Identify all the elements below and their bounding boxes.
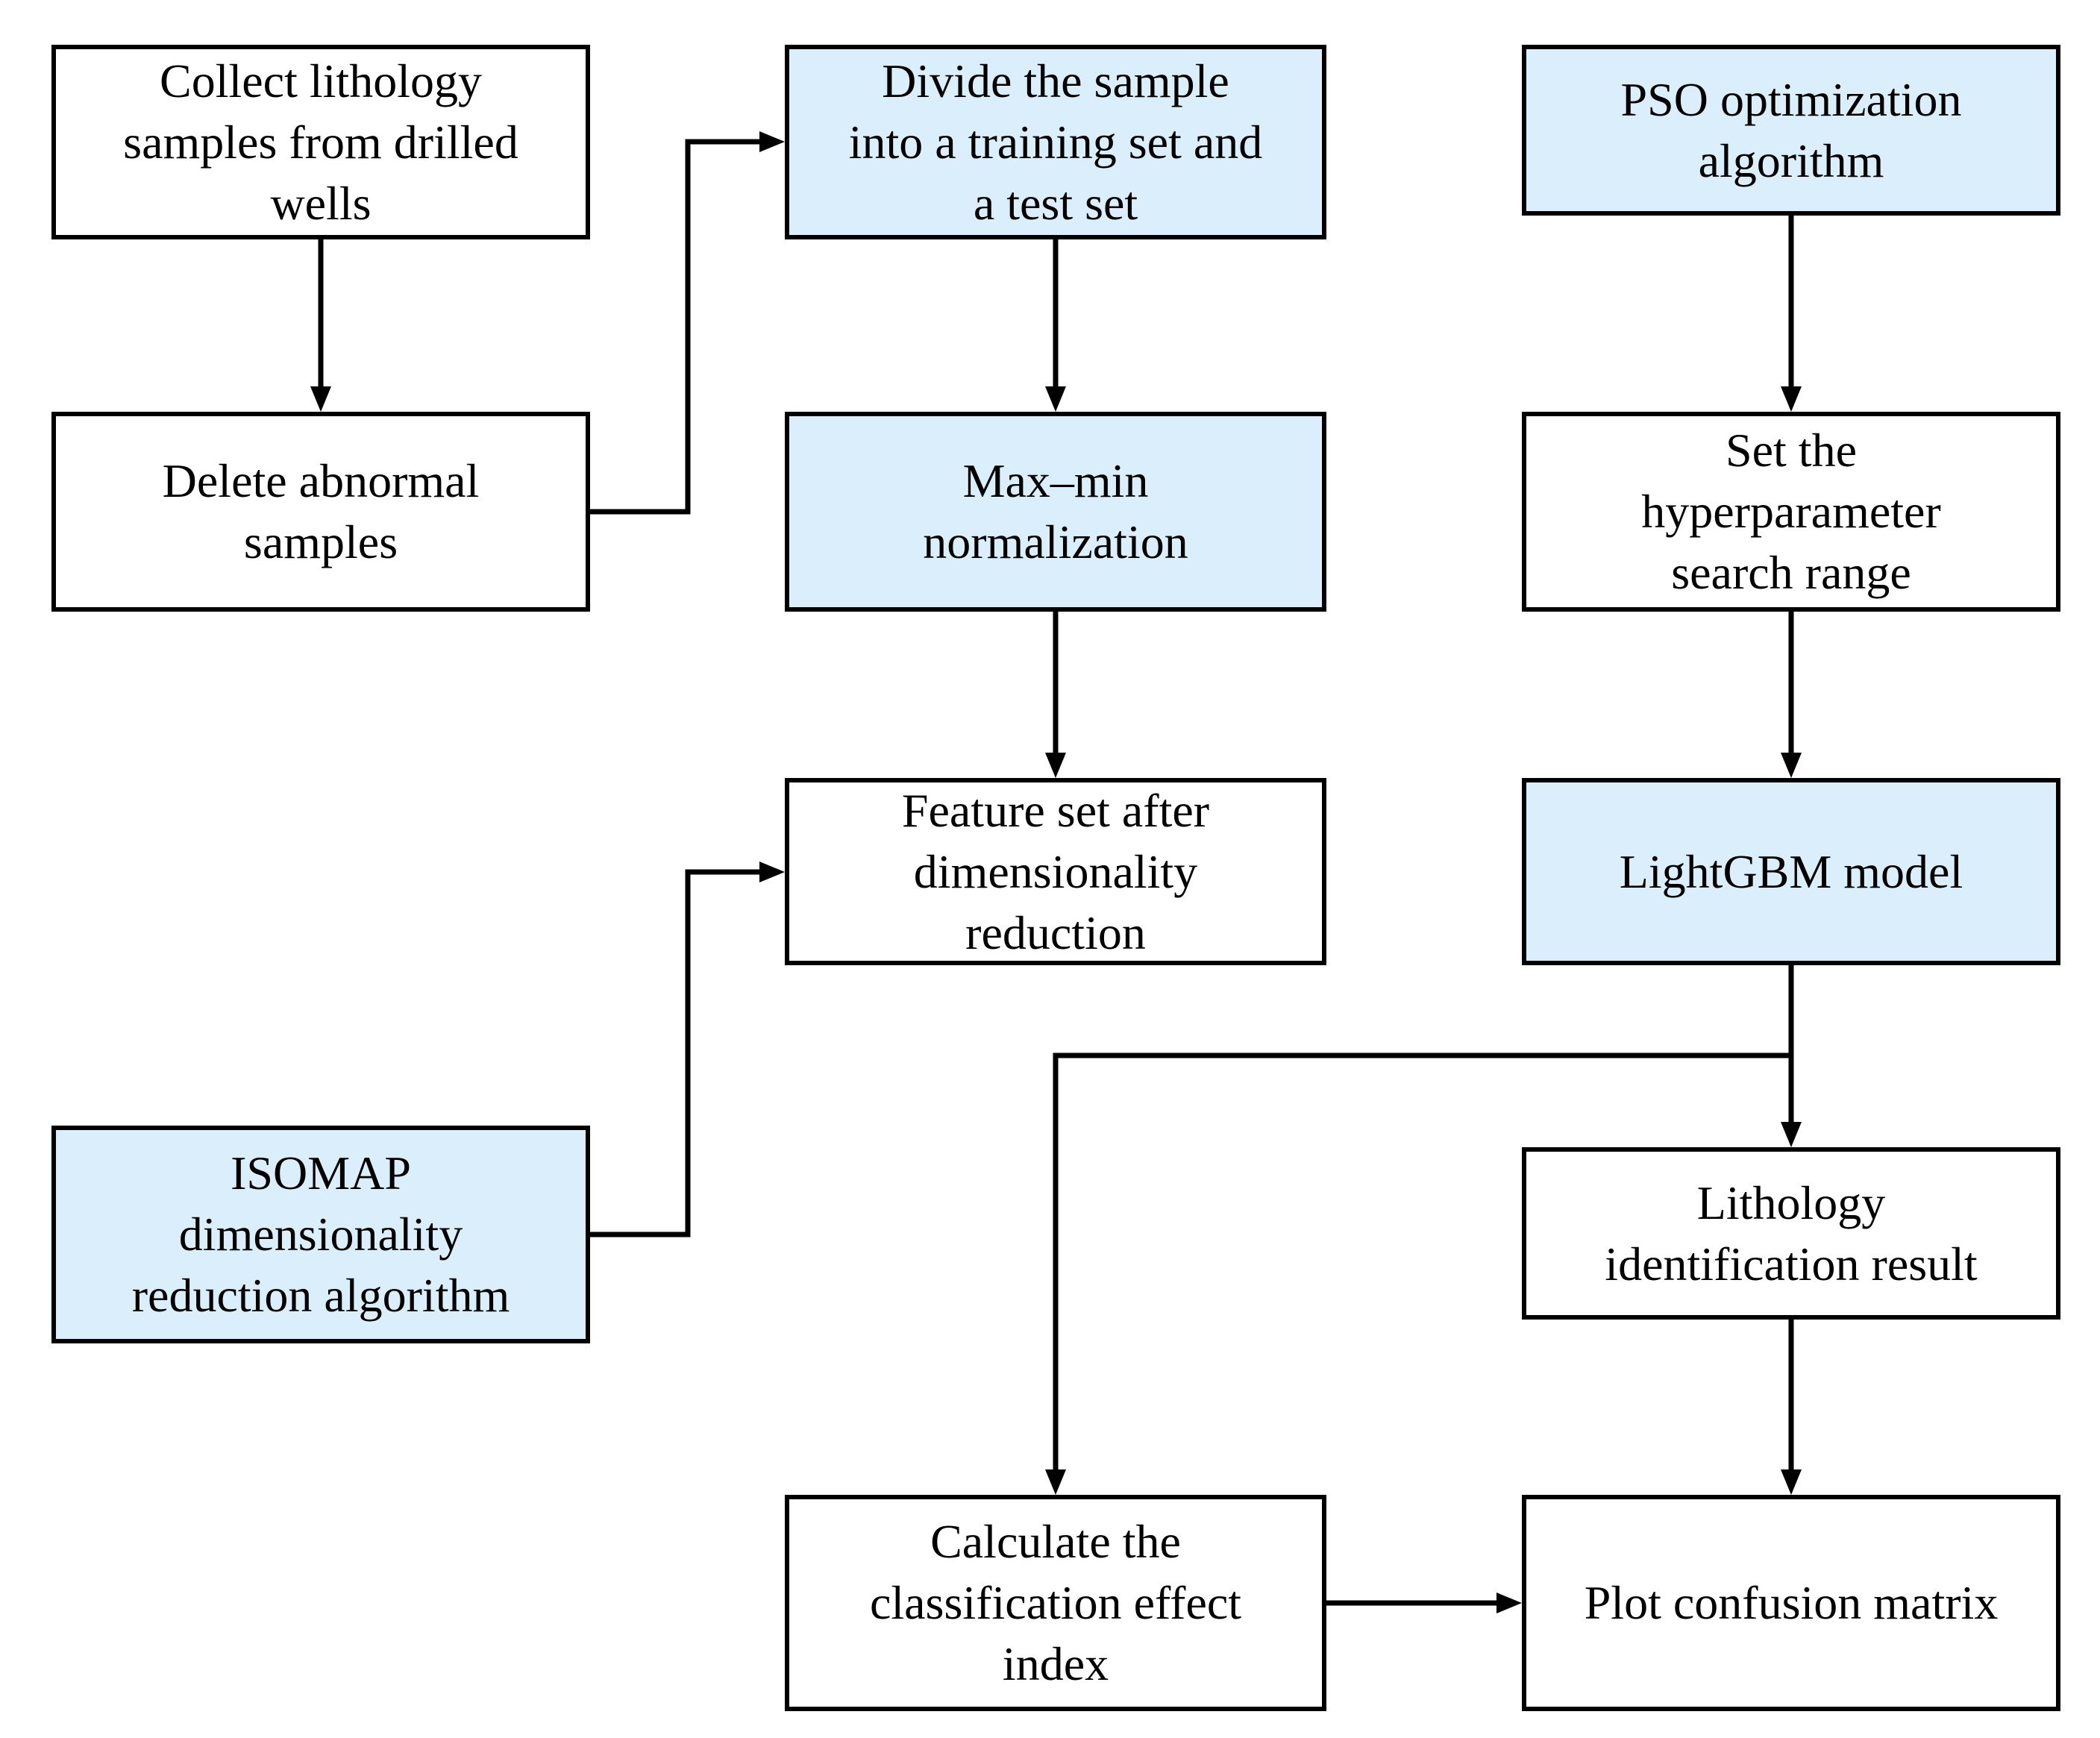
arrowhead-pso-to-hyperparameter [1781, 386, 1802, 412]
arrowhead-result-to-plot [1781, 1469, 1802, 1495]
edge-lightgbm-to-calculate [1053, 1052, 1791, 1472]
node-label: Max–min normalization [923, 454, 1188, 568]
node-classification-index: Calculate the classification effect inde… [785, 1495, 1326, 1711]
node-lightgbm-model: LightGBM model [1522, 778, 2060, 965]
edge-delete-to-divide [590, 139, 762, 515]
node-maxmin-normalization: Max–min normalization [785, 412, 1326, 612]
node-label: PSO optimization algorithm [1620, 72, 1962, 187]
arrowhead-hyperparameter-to-lightgbm [1781, 753, 1802, 778]
node-label: Divide the sample into a training set an… [848, 54, 1263, 230]
node-label: Feature set after dimensionality reducti… [901, 783, 1210, 959]
arrowhead-calculate-to-plot [1496, 1593, 1522, 1613]
node-label: Lithology identification result [1605, 1176, 1978, 1290]
arrowhead-lightgbm-to-result [1781, 1122, 1802, 1147]
node-divide-sample: Divide the sample into a training set an… [785, 45, 1326, 239]
node-hyperparameter-range: Set the hyperparameter search range [1522, 412, 2060, 612]
node-label: Delete abnormal samples [162, 454, 480, 568]
node-pso-algorithm: PSO optimization algorithm [1522, 45, 2060, 216]
node-feature-set: Feature set after dimensionality reducti… [785, 778, 1326, 965]
node-lithology-result: Lithology identification result [1522, 1147, 2060, 1320]
node-isomap-algorithm: ISOMAP dimensionality reduction algorith… [51, 1126, 590, 1343]
node-delete-abnormal: Delete abnormal samples [51, 412, 590, 612]
edge-isomap-to-feature [590, 869, 762, 1237]
arrowhead-delete-to-divide [759, 131, 785, 152]
arrowhead-divide-to-maxmin [1045, 386, 1066, 412]
node-confusion-matrix: Plot confusion matrix [1522, 1495, 2060, 1711]
node-label: ISOMAP dimensionality reduction algorith… [131, 1146, 510, 1322]
arrowhead-collect-to-delete [310, 386, 331, 412]
node-label: Plot confusion matrix [1584, 1576, 1999, 1629]
node-label: Collect lithology samples from drilled w… [123, 54, 518, 230]
arrowhead-lightgbm-to-calculate [1045, 1469, 1066, 1495]
node-label: Set the hyperparameter search range [1641, 424, 1941, 599]
arrowhead-isomap-to-feature [759, 862, 785, 882]
node-label: Calculate the classification effect inde… [869, 1515, 1242, 1690]
arrowhead-maxmin-to-feature [1045, 753, 1066, 778]
node-collect-samples: Collect lithology samples from drilled w… [51, 45, 590, 239]
node-label: LightGBM model [1619, 844, 1963, 898]
